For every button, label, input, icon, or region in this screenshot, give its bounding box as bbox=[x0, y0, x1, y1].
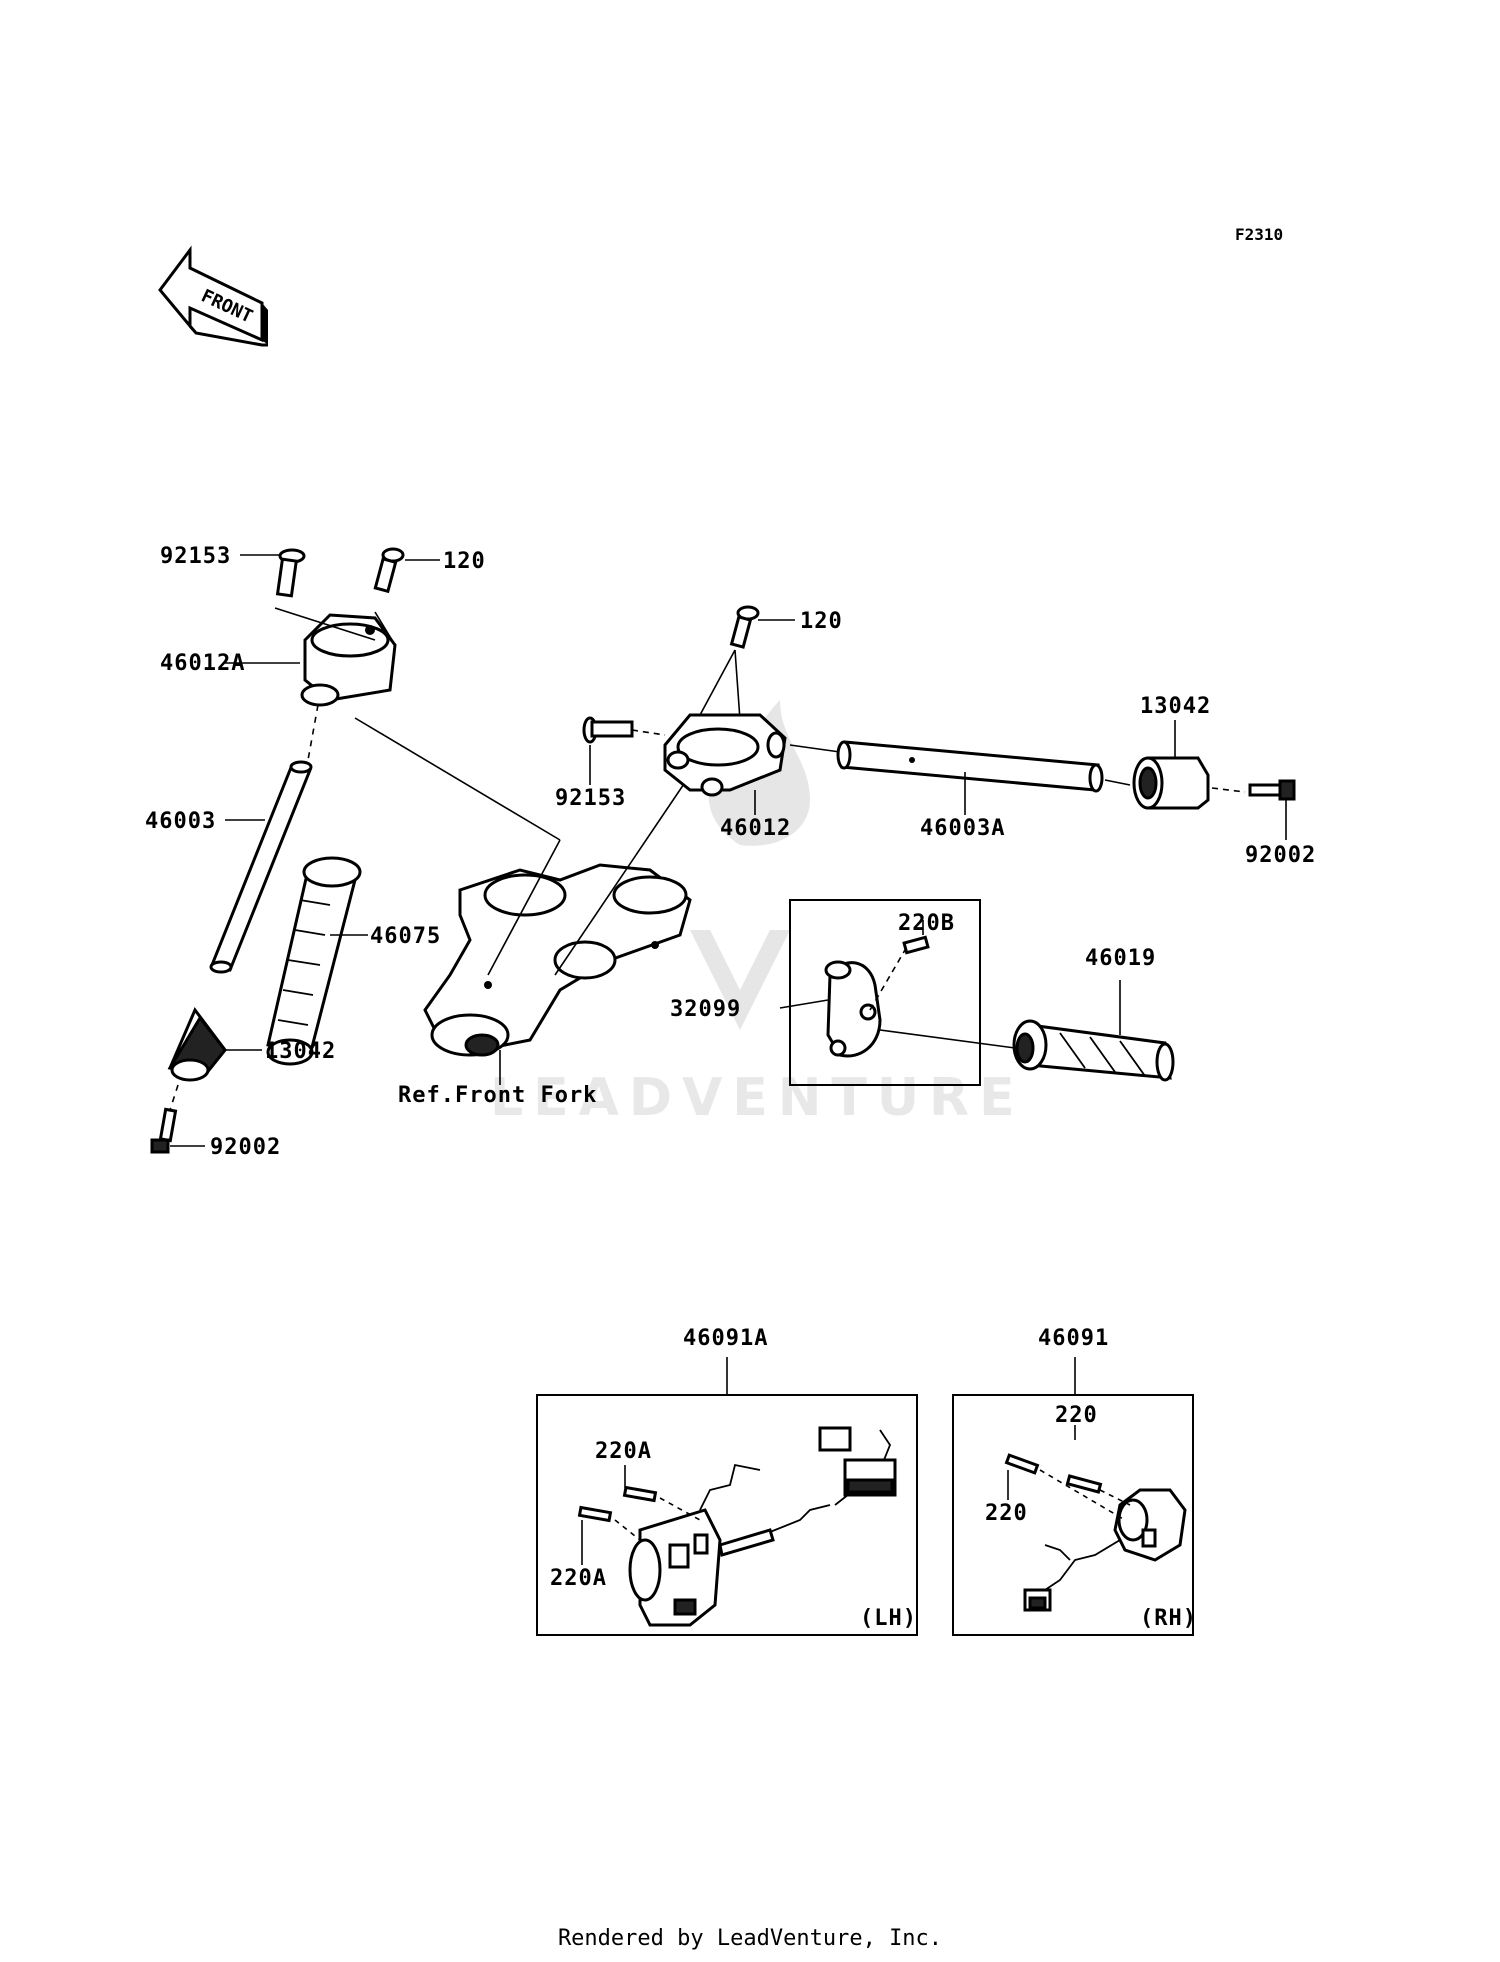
label-92153-a: 92153 bbox=[160, 544, 231, 569]
label-220-a: 220 bbox=[1055, 1403, 1098, 1428]
label-32099: 32099 bbox=[670, 997, 741, 1022]
label-13042-b: 13042 bbox=[1140, 694, 1211, 719]
screw-220A-top bbox=[622, 1485, 658, 1503]
lh-switch-box bbox=[536, 1394, 918, 1636]
label-46012A: 46012A bbox=[160, 651, 245, 676]
label-46019: 46019 bbox=[1085, 946, 1156, 971]
bolt-120-left bbox=[373, 547, 405, 594]
diagram-code: F2310 bbox=[1235, 225, 1283, 244]
label-120-b: 120 bbox=[800, 609, 843, 634]
label-46091A: 46091A bbox=[683, 1326, 768, 1351]
label-220A-b: 220A bbox=[550, 1566, 607, 1591]
bolt-120-right bbox=[729, 605, 760, 649]
screw-220A-left bbox=[577, 1505, 613, 1523]
label-220A-a: 220A bbox=[595, 1439, 652, 1464]
label-46091: 46091 bbox=[1038, 1326, 1109, 1351]
grip-46019 bbox=[1012, 1019, 1175, 1082]
bolt-92002-right bbox=[1248, 779, 1296, 801]
lh-switch-housing bbox=[628, 1426, 897, 1627]
grip-46075 bbox=[266, 856, 362, 1066]
screw-220-top bbox=[1065, 1474, 1103, 1494]
bolt-92153-right bbox=[582, 716, 634, 744]
clamp-46012A bbox=[300, 613, 397, 707]
clamp-46012 bbox=[663, 713, 787, 797]
bolt-92153-left bbox=[275, 548, 306, 598]
label-92153-b: 92153 bbox=[555, 786, 626, 811]
label-92002-a: 92002 bbox=[210, 1135, 281, 1160]
label-lh: (LH) bbox=[860, 1606, 917, 1631]
label-220B: 220B bbox=[898, 911, 955, 936]
handlebar-46003A bbox=[836, 740, 1104, 793]
throttle-housing-32099 bbox=[824, 960, 882, 1058]
bar-end-weight-13042-left bbox=[167, 1007, 227, 1082]
rh-switch-housing bbox=[1023, 1488, 1187, 1612]
label-ref-front-fork: Ref.Front Fork bbox=[398, 1083, 597, 1108]
label-220-b: 220 bbox=[985, 1501, 1028, 1526]
screw-220-left bbox=[1004, 1453, 1040, 1475]
front-arrow-icon: FRONT bbox=[158, 245, 268, 347]
label-46003: 46003 bbox=[145, 809, 216, 834]
screw-220B bbox=[902, 935, 930, 955]
throttle-box bbox=[789, 899, 981, 1086]
handlebar-46003 bbox=[209, 760, 313, 974]
label-13042-a: 13042 bbox=[265, 1039, 336, 1064]
label-46003A: 46003A bbox=[920, 816, 1005, 841]
watermark-text: LEADVENTURE bbox=[490, 1068, 1025, 1128]
label-46075: 46075 bbox=[370, 924, 441, 949]
bolt-92002-left bbox=[150, 1107, 178, 1154]
label-46012: 46012 bbox=[720, 816, 791, 841]
rh-switch-box bbox=[952, 1394, 1194, 1636]
bar-end-weight-13042-right bbox=[1132, 756, 1210, 810]
label-92002-b: 92002 bbox=[1245, 843, 1316, 868]
label-120-a: 120 bbox=[443, 549, 486, 574]
footer-credit: Rendered by LeadVenture, Inc. bbox=[558, 1926, 942, 1951]
triple-clamp-ref bbox=[423, 863, 692, 1057]
label-rh: (RH) bbox=[1140, 1606, 1197, 1631]
